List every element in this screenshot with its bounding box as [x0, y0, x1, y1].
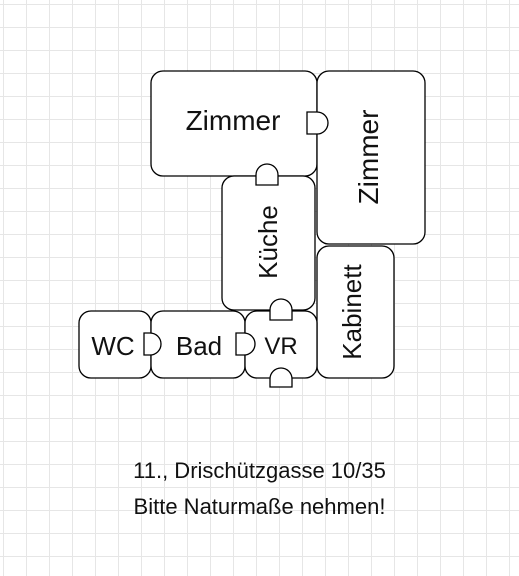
door-kueche-to-vr [269, 298, 293, 321]
door-bad-to-vr [235, 332, 256, 356]
label-kabinett: Kabinett [337, 264, 367, 360]
room-zimmer-right [316, 70, 426, 245]
door-wc-to-bad [143, 332, 162, 356]
label-kueche: Küche [253, 205, 283, 279]
label-zimmer-right: Zimmer [353, 110, 384, 205]
door-zimmer-top-to-kueche [255, 163, 279, 186]
room-kabinett [316, 245, 395, 379]
note-caption: Bitte Naturmaße nehmen! [133, 494, 386, 519]
address-caption: 11., Drischützgasse 10/35 [133, 458, 386, 483]
door-zimmer-top-to-zimmer-right [306, 111, 329, 135]
label-vr: VR [264, 333, 297, 360]
label-bad: Bad [176, 331, 222, 361]
label-zimmer-top: Zimmer [186, 105, 281, 136]
door-vr-entrance [269, 367, 293, 388]
label-wc: WC [91, 331, 134, 361]
